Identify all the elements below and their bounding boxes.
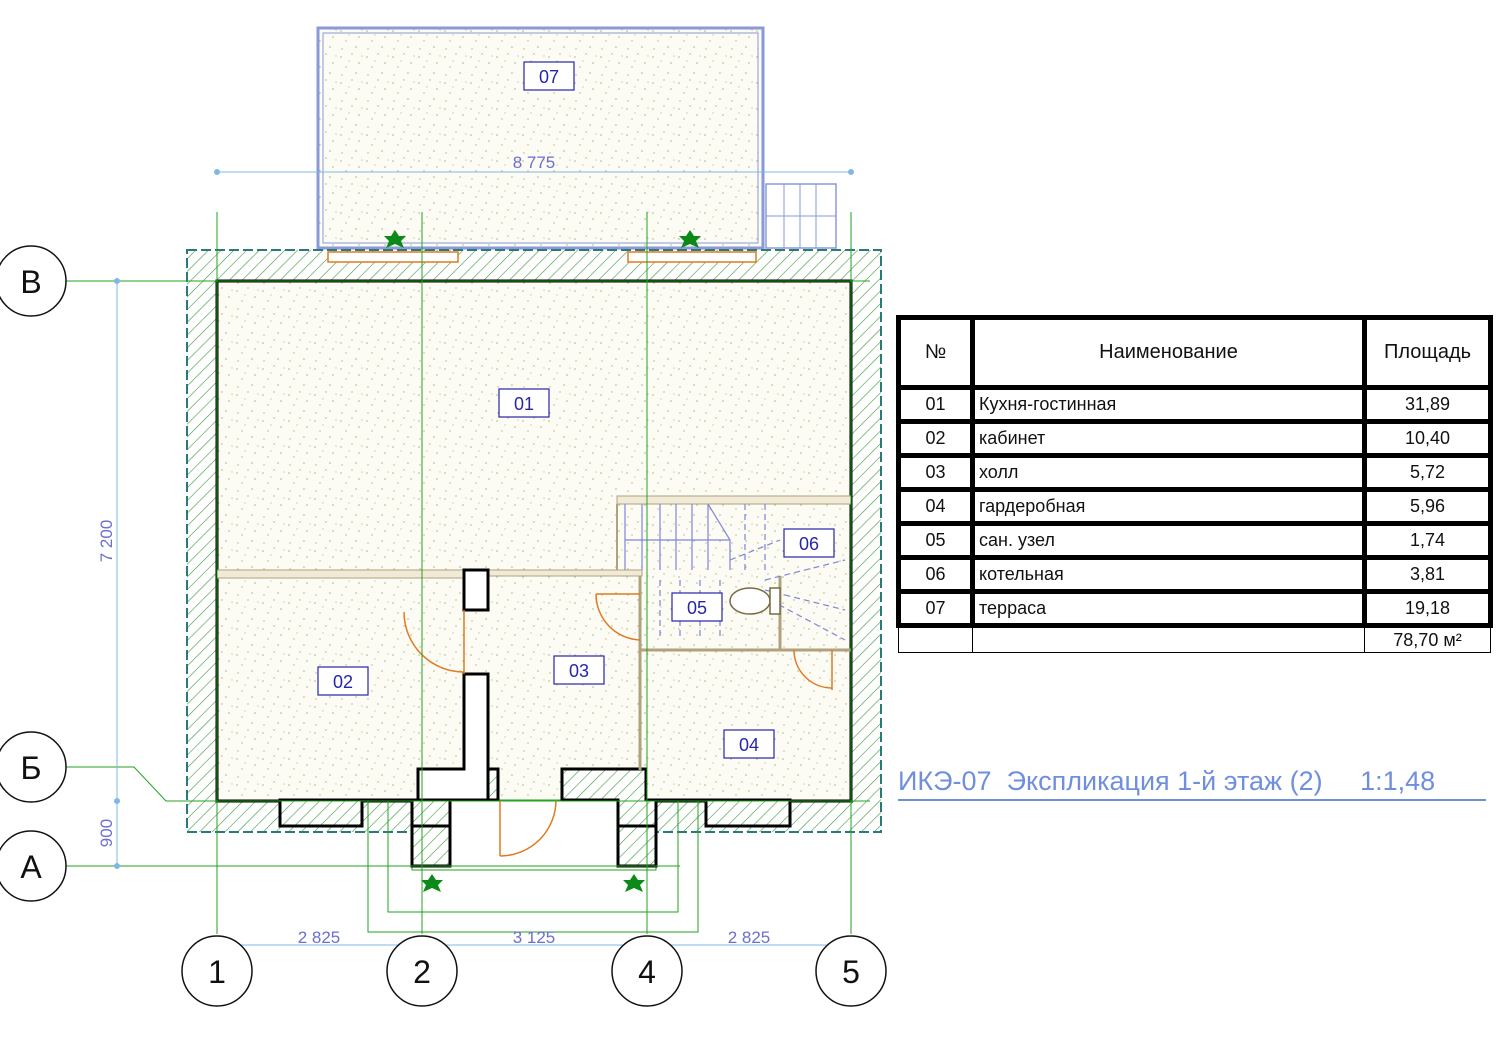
room-name: гардеробная <box>970 487 1367 526</box>
axis-label-4: 4 <box>638 954 656 990</box>
room-tag-06: 06 <box>799 534 819 554</box>
room-number: 02 <box>896 419 975 458</box>
terrace <box>316 26 837 250</box>
table-row: 05 сан. узел 1,74 <box>896 521 1493 560</box>
axis-label-5: 5 <box>842 954 860 990</box>
axis-label-v: В <box>20 264 41 300</box>
total-area: 78,70 м² <box>1364 625 1491 653</box>
room-area: 3,81 <box>1362 555 1493 594</box>
column-header-number: № <box>896 315 975 390</box>
dimension-span-1-2: 2 825 <box>298 928 341 947</box>
room-tag-05: 05 <box>687 598 707 618</box>
grid-lines <box>66 212 870 934</box>
sheet-code: ИКЭ-07 <box>898 766 992 796</box>
room-name: терраса <box>970 589 1367 628</box>
dimension-overall-width: 8 775 <box>513 153 556 172</box>
room-number: 04 <box>896 487 975 526</box>
room-number: 06 <box>896 555 975 594</box>
room-tag-07: 07 <box>539 67 559 87</box>
column-header-area: Площадь <box>1362 315 1493 390</box>
table-row: 01 Кухня-гостинная 31,89 <box>896 385 1493 424</box>
room-number: 03 <box>896 453 975 492</box>
room-name: холл <box>970 453 1367 492</box>
sheet-name: Экспликация 1-й этаж (2) <box>1006 766 1323 796</box>
room-area: 19,18 <box>1362 589 1493 628</box>
schedule-header-row: № Наименование Площадь <box>896 315 1493 390</box>
axis-label-a: А <box>20 849 42 885</box>
room-name: Кухня-гостинная <box>970 385 1367 424</box>
axis-markers <box>0 245 887 1007</box>
total-blank-cell <box>898 625 973 653</box>
sheet-title: ИКЭ-07 Экспликация 1-й этаж (2) 1:1,48 <box>898 766 1486 801</box>
dimension-depth-main: 7 200 <box>97 520 116 563</box>
room-area: 10,40 <box>1362 419 1493 458</box>
table-row: 07 терраса 19,18 <box>896 589 1493 628</box>
total-blank-cell <box>972 625 1365 653</box>
room-tag-04: 04 <box>739 735 759 755</box>
room-name: сан. узел <box>970 521 1367 560</box>
room-tag-01: 01 <box>514 394 534 414</box>
column-header-name: Наименование <box>970 315 1367 390</box>
light-fixture-icons <box>384 230 701 892</box>
axis-label-2: 2 <box>413 954 431 990</box>
room-number: 05 <box>896 521 975 560</box>
interior-walls <box>216 495 852 802</box>
room-schedule-table: № Наименование Площадь 01 Кухня-гостинна… <box>896 315 1493 653</box>
room-area: 1,74 <box>1362 521 1493 560</box>
sheet-scale: 1:1,48 <box>1360 766 1436 796</box>
room-number: 01 <box>896 385 975 424</box>
dimension-span-4-5: 2 825 <box>728 928 771 947</box>
room-area: 31,89 <box>1362 385 1493 424</box>
room-tag-02: 02 <box>333 672 353 692</box>
table-row: 04 гардеробная 5,96 <box>896 487 1493 526</box>
room-tags: 07 01 02 03 04 05 06 <box>317 61 835 759</box>
axis-label-b: Б <box>21 750 42 786</box>
room-area: 5,96 <box>1362 487 1493 526</box>
dimension-depth-entry: 900 <box>97 819 116 847</box>
room-name: котельная <box>970 555 1367 594</box>
table-row: 02 кабинет 10,40 <box>896 419 1493 458</box>
room-number: 07 <box>896 589 975 628</box>
toilet-icon <box>729 587 781 615</box>
table-row: 03 холл 5,72 <box>896 453 1493 492</box>
total-row: 78,70 м² <box>898 625 1491 653</box>
room-tag-03: 03 <box>569 661 589 681</box>
dimension-span-2-4: 3 125 <box>513 928 556 947</box>
room-area: 5,72 <box>1362 453 1493 492</box>
axis-label-1: 1 <box>208 954 226 990</box>
floor-plan: 8 775 2 825 3 125 2 825 7 200 900 07 01 … <box>0 26 887 1007</box>
room-name: кабинет <box>970 419 1367 458</box>
table-row: 06 котельная 3,81 <box>896 555 1493 594</box>
